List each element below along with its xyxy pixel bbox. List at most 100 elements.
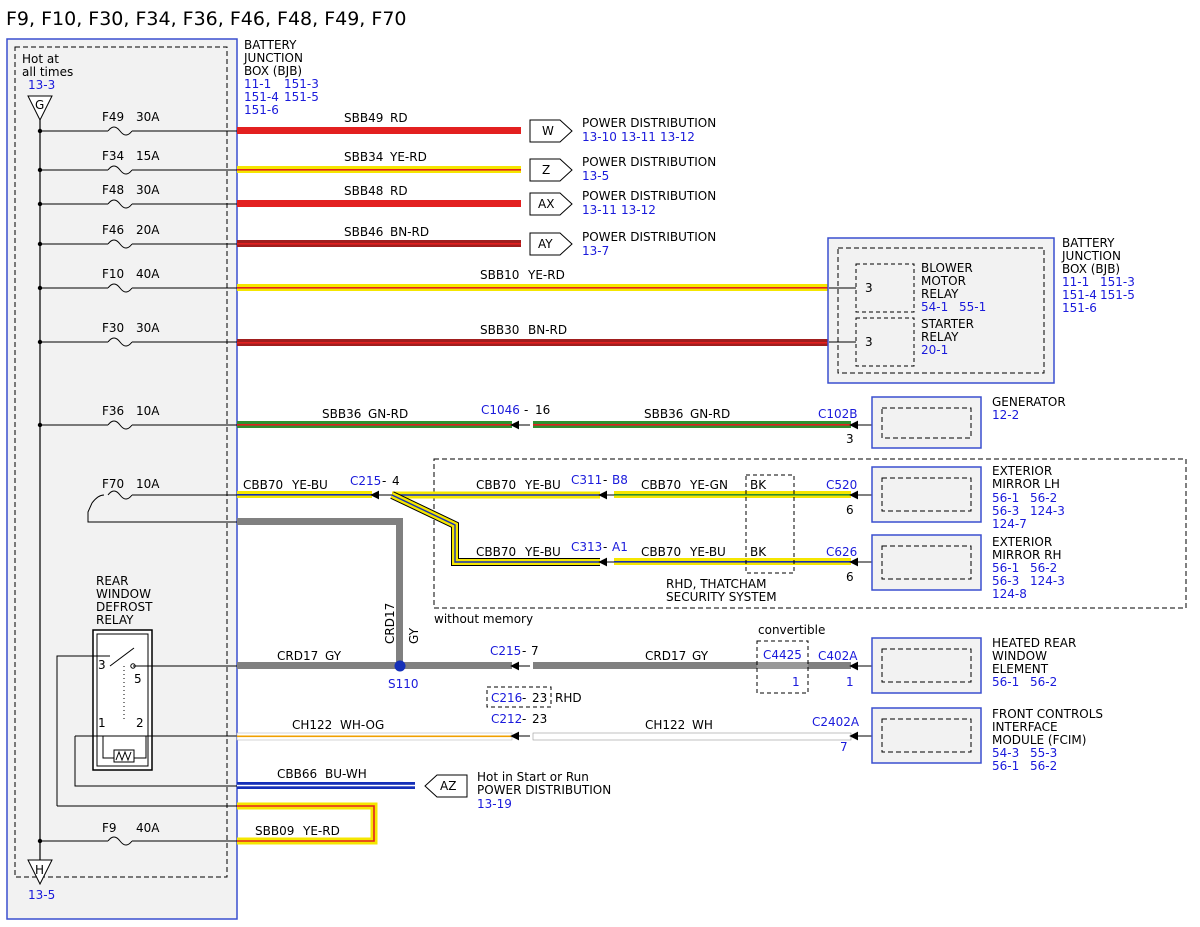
inline-connector: C311 <box>571 473 602 487</box>
generator-box <box>871 396 982 449</box>
mirror-rh-ref: 56-2 <box>1030 561 1057 575</box>
connector-ax <box>529 192 573 216</box>
splice-label: S110 <box>388 677 419 691</box>
wire-color: YE-BU <box>291 478 328 492</box>
wire-circuit-vertical: CRD17 <box>383 603 397 644</box>
relay-pin: 2 <box>136 716 144 730</box>
hot-at-ref: 13-3 <box>28 78 55 92</box>
connector-label: AZ <box>440 779 456 793</box>
alt-pin: 23 <box>532 691 547 705</box>
mirror-rh-inner <box>881 545 972 580</box>
blower-label: RELAY <box>921 287 959 301</box>
bjb-right-label: BOX (BJB) <box>1062 262 1120 276</box>
fuse-row-f46: F46 20A <box>37 223 237 249</box>
power-dist-ref: 13-12 <box>660 130 695 144</box>
mirror-lh-label: MIRROR LH <box>992 477 1060 491</box>
wire-crd17-a <box>237 662 512 669</box>
wire-sbb48 <box>237 200 521 207</box>
wire-circuit: SBB09 <box>255 824 294 838</box>
fuse-rating: 10A <box>136 404 160 418</box>
end-pin: 6 <box>846 503 854 517</box>
generator-label: GENERATOR <box>992 395 1066 409</box>
connector-h-ref: 13-5 <box>28 888 55 902</box>
relay-label: REAR <box>96 574 128 588</box>
fuse-rating: 40A <box>136 821 160 835</box>
inline-sep: - <box>524 403 528 417</box>
blower-label: BLOWER <box>921 261 973 275</box>
wire-color: GN-RD <box>368 407 408 421</box>
fuse-id: F70 <box>102 477 124 491</box>
wire-sbb49 <box>237 127 521 134</box>
inline-sep: - <box>603 540 607 554</box>
wire-color: GY <box>692 649 709 663</box>
connector-w <box>529 119 573 143</box>
mirror-rh-box <box>871 534 982 591</box>
wire-stripe <box>237 494 372 496</box>
bjb-left-ref: 151-5 <box>284 90 319 104</box>
power-dist-ref: 13-19 <box>477 797 512 811</box>
wire-circuit: CRD17 <box>277 649 318 663</box>
bk-label: BK <box>750 545 767 559</box>
wire-color: YE-RD <box>302 824 340 838</box>
wire-stripe <box>237 342 829 344</box>
blower-ref: 54-1 <box>921 300 948 314</box>
end-pin: 3 <box>846 432 854 446</box>
relay-box <box>92 629 153 771</box>
bjb-left-label-3: BOX (BJB) <box>244 64 302 78</box>
wire-color: RD <box>390 184 408 198</box>
bk-ground-box <box>745 474 795 574</box>
fuse-row-f70: F70 10A <box>87 477 401 666</box>
connector-az <box>424 774 468 798</box>
fuse-row-f36: F36 10A <box>37 404 237 430</box>
heated-rear-box <box>871 637 982 694</box>
wire-crd17-b <box>533 662 851 669</box>
wire-color: YE-GN <box>689 478 728 492</box>
bjb-right-label: JUNCTION <box>1061 249 1121 263</box>
starter-pin: 3 <box>865 335 873 349</box>
end-connector: C626 <box>826 545 857 559</box>
page-title: F9, F10, F30, F34, F36, F46, F48, F49, F… <box>6 8 407 30</box>
wire-color: GN-RD <box>690 407 730 421</box>
wire-circuit: CBB70 <box>641 545 681 559</box>
connector-label: AX <box>538 197 554 211</box>
inline-pin: 16 <box>535 403 550 417</box>
relay-coil-ground-wire <box>74 736 237 787</box>
fcim-box <box>871 707 982 764</box>
fuse-row-f49: F49 30A <box>37 110 237 136</box>
bjb-left-ref: 151-3 <box>284 77 319 91</box>
relay-feed-wire <box>56 655 110 806</box>
power-dist-label: POWER DISTRIBUTION <box>582 189 716 203</box>
end-connector: C402A <box>818 649 858 663</box>
connector-g-symbol <box>27 95 53 122</box>
bk-label: BK <box>750 478 767 492</box>
fuse-row-f10: F10 40A <box>37 267 237 293</box>
optional-connector-box <box>756 640 809 694</box>
alt-note: RHD <box>555 691 582 705</box>
inline-connector: C215 <box>490 644 521 658</box>
mirror-rh-ref: 56-1 <box>992 561 1019 575</box>
bjb-right-ref: 151-4 <box>1062 288 1097 302</box>
without-memory-note: without memory <box>434 612 533 626</box>
relay-label: DEFROST <box>96 600 153 614</box>
bjb-right-label: BATTERY <box>1062 236 1115 250</box>
fuse-row-f30: F30 30A <box>37 321 237 347</box>
bjb-right-ref: 11-1 <box>1062 275 1089 289</box>
connector-z <box>529 158 573 182</box>
bjb-left-ref: 151-6 <box>244 103 279 117</box>
connector-g-label: G <box>35 98 44 112</box>
fuse-id: F49 <box>102 110 124 124</box>
fuse-rating: 10A <box>136 477 160 491</box>
inline-connector: C1046 <box>481 403 520 417</box>
fuse-id: F36 <box>102 404 124 418</box>
inline-sep: - <box>522 712 526 726</box>
inline-pin: A1 <box>612 540 628 554</box>
heated-rear-label: ELEMENT <box>992 662 1049 676</box>
wire-color: BU-WH <box>325 767 367 781</box>
power-dist-label: POWER DISTRIBUTION <box>582 155 716 169</box>
alt-connector-box <box>486 686 552 708</box>
inline-sep: - <box>382 474 386 488</box>
wire-circuit: SBB36 <box>644 407 683 421</box>
starter-label: STARTER <box>921 317 974 331</box>
wire-stripe <box>614 494 851 496</box>
